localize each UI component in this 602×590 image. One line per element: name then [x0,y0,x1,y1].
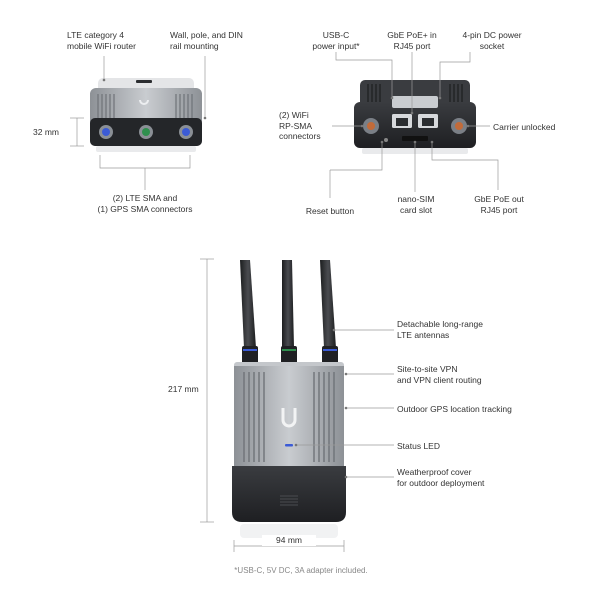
router-large-leaders [200,258,394,552]
label-height-small: 32 mm [33,127,59,137]
leader-dots [102,78,470,479]
label-lte-router: LTE category 4 mobile WiFi router [67,30,136,51]
label-gbe-poe-in: GbE PoE+ in RJ45 port [387,30,437,51]
label-carrier-unlocked: Carrier unlocked [493,122,556,132]
label-wifi-rpsma: (2) WiFi RP-SMA connectors [279,110,321,141]
router-rear-leaders [329,52,499,198]
label-weatherproof: Weatherproof cover for outdoor deploymen… [397,467,485,488]
label-height-large: 217 mm [168,384,199,394]
label-antennas: Detachable long-range LTE antennas [397,319,484,340]
footnote: *USB-C, 5V DC, 3A adapter included. [234,566,368,575]
label-vpn: Site-to-site VPN and VPN client routing [397,364,482,385]
router-with-antennas [232,260,346,538]
label-reset-button: Reset button [305,206,355,216]
router-rear-view [354,80,476,154]
label-gps: Outdoor GPS location tracking [397,404,512,414]
router-front-leaders [70,56,206,190]
label-nano-sim: nano-SIM card slot [397,194,435,215]
label-width: 94 mm [262,535,316,546]
label-dc-power: 4-pin DC power socket [462,30,522,51]
label-mounting: Wall, pole, and DIN rail mounting [170,30,243,51]
label-status-led: Status LED [397,441,440,451]
label-usbc: USB-C power input* [312,30,360,51]
label-sma-connectors: (2) LTE SMA and (1) GPS SMA connectors [97,193,193,214]
label-gbe-poe-out: GbE PoE out RJ45 port [474,194,524,215]
router-front-view [90,78,202,152]
